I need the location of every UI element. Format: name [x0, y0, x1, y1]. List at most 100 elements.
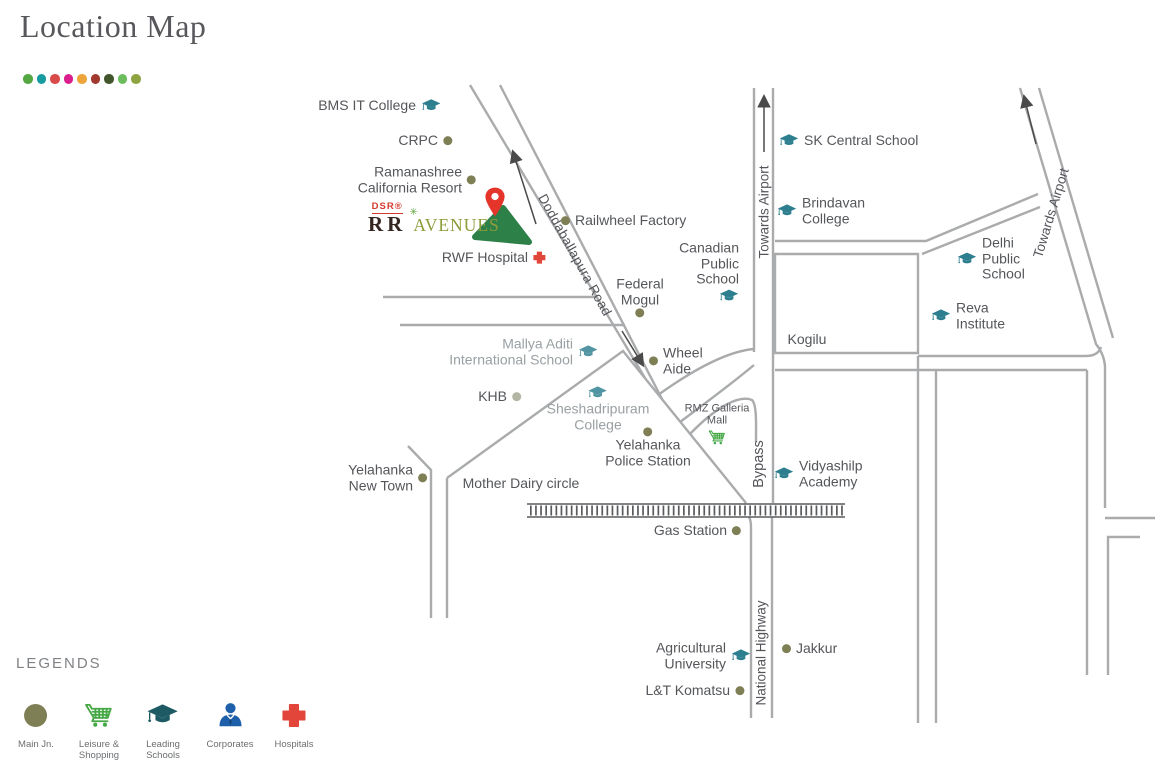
cap-icon: [777, 204, 797, 219]
landmark-railwheel-factory: Railwheel Factory: [561, 212, 687, 229]
dot-icon: [732, 526, 741, 536]
arrow-dodda-up: [509, 149, 537, 225]
dot-icon: [443, 136, 452, 146]
dot-icon: [418, 473, 427, 483]
cross-icon: [533, 251, 546, 264]
landmark-label: KHB: [478, 388, 507, 405]
dot-icon: [512, 392, 521, 402]
cap-icon: [731, 649, 751, 664]
palette-dot: [104, 74, 114, 84]
legend-label: Corporates: [206, 739, 254, 750]
dot-icon: [735, 686, 744, 696]
dot-icon: [782, 644, 791, 654]
cap-icon: [719, 289, 739, 304]
road-curve-rmz: [689, 397, 758, 443]
landmark-label: Kogilu: [787, 331, 827, 348]
road-upper-line2: [921, 205, 1041, 256]
palette-dot: [77, 74, 87, 84]
cross-icon: [281, 696, 306, 734]
landmark-crpc: CRPC: [398, 132, 452, 149]
landmark-kogilu: Kogilu: [787, 331, 827, 348]
road-doddaballapura-line2: [498, 84, 664, 400]
cap-icon: [957, 251, 977, 266]
railway-track: [527, 503, 845, 518]
cap-icon: [779, 133, 799, 148]
landmark-bms-it-college: BMS IT College: [318, 97, 441, 114]
dot-icon: [561, 216, 570, 226]
palette-dot: [36, 74, 46, 84]
legend-label: Leisure &Shopping: [78, 739, 120, 762]
cap-icon: [421, 98, 441, 113]
site-area-triangle: [472, 205, 532, 245]
dot-icon: [649, 356, 658, 366]
legend-item-leisure-shopping: Leisure &Shopping: [79, 696, 119, 762]
palette-dot: [50, 74, 60, 84]
cart-icon: [708, 428, 725, 445]
cap-icon: [931, 309, 951, 324]
landmark-label: Railwheel Factory: [575, 212, 687, 229]
legend-item-corporates: Corporates: [207, 696, 254, 750]
road-motherdairy-line1: [407, 445, 433, 618]
landmark-label: CRPC: [398, 132, 438, 149]
dot-icon: [643, 427, 653, 437]
legend-label: Main Jn.: [18, 739, 54, 750]
page-title: Location Map: [20, 8, 207, 44]
landmark-label: Mother Dairy circle: [462, 475, 580, 492]
landmark-label: Gas Station: [653, 522, 727, 539]
cap-icon: [578, 345, 598, 360]
palette-dot: [90, 74, 100, 84]
landmark-label: BMS IT College: [318, 97, 416, 114]
road-bent-diagonal: [446, 349, 747, 504]
brand-dsr: DSR®: [371, 201, 403, 214]
site-brand-logo: DSR® RR ✳AVENUES: [368, 201, 500, 235]
landmark-label: RWF Hospital: [441, 249, 528, 266]
sparkle-icon: ✳: [409, 207, 419, 218]
landmark-jakkur: Jakkur: [782, 640, 837, 657]
dot-icon: [635, 308, 645, 318]
road-curve-inner: [679, 364, 755, 423]
cap-icon: [588, 385, 608, 400]
palette-dots: [23, 74, 141, 84]
road-curve-outer: [657, 347, 755, 396]
road-airport-line1: [1018, 87, 1107, 508]
dot-icon: [24, 696, 48, 734]
palette-dot: [131, 74, 141, 84]
road-airport-line2: [1037, 87, 1115, 339]
palette-dot: [63, 74, 73, 84]
brand-avenues: ✳AVENUES: [409, 207, 500, 235]
block-kogilu: [773, 252, 920, 355]
landmark-label: SK Central School: [804, 132, 919, 149]
landmark-gas-station: Gas Station: [653, 522, 741, 539]
road-doddaballapura-line1: [468, 84, 647, 379]
palette-dot: [23, 74, 33, 84]
site-location-pin-icon: [482, 186, 508, 223]
landmark-mother-dairy-circle: Mother Dairy circle: [462, 475, 580, 492]
cart-icon: [85, 696, 113, 734]
